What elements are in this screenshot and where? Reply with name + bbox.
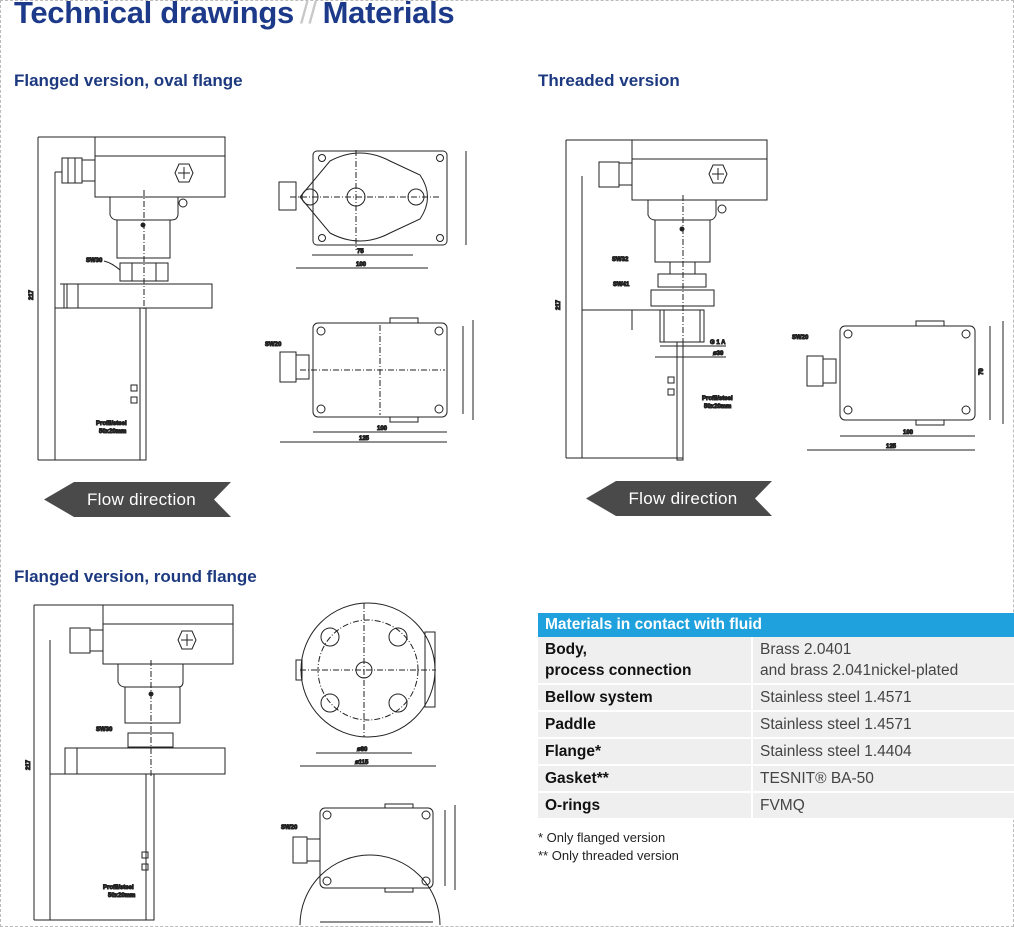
title-separator: //: [300, 0, 317, 30]
heading-threaded: Threaded version: [538, 71, 680, 90]
dim-label: SW20: [792, 335, 809, 341]
footnote-flanged: * Only flanged version: [538, 830, 666, 845]
oval-flange-side-view: 217 SW30 Profil/steel 50x20mm: [29, 136, 226, 461]
dim-label: 125: [886, 444, 897, 450]
arrow-left-icon: [586, 481, 772, 516]
dim-label: SW30: [86, 258, 103, 264]
dim-label: ø80: [357, 747, 368, 753]
threaded-side-view: 217 SW32 SW41 G 1 A ø39 Profil/steel 50x…: [556, 139, 768, 461]
material-value: Stainless steel 1.4404: [752, 738, 1014, 766]
dim-label: 217: [556, 299, 562, 310]
material-value: FVMQ: [752, 792, 1014, 820]
round-flange-top-view: ø80 ø115: [295, 602, 436, 767]
flow-direction-label: Flow direction: [628, 489, 738, 508]
dim-label: 100: [377, 426, 388, 432]
table-row: Gasket**TESNIT® BA-50: [538, 765, 1014, 793]
dim-label: Profil/steel: [103, 885, 134, 891]
dim-label: ø39: [713, 351, 724, 357]
material-value-line: Brass 2.0401: [760, 641, 852, 658]
material-value: TESNIT® BA-50: [752, 765, 1014, 793]
dim-label: 100: [903, 430, 914, 436]
dim-label: 217: [26, 759, 32, 770]
heading-round-flange: Flanged version, round flange: [14, 567, 257, 586]
round-flange-side-view: 217 SW30 Profil/steel 50x20mm: [26, 604, 234, 921]
material-part: Bellow system: [538, 684, 753, 712]
material-part: Flange*: [538, 738, 753, 766]
material-part-line: process connection: [545, 662, 692, 679]
dim-label: G 1 A: [710, 340, 726, 346]
material-value-line: and brass 2.041nickel-plated: [760, 662, 959, 679]
material-part: Body, process connection: [538, 637, 753, 685]
material-value: Stainless steel 1.4571: [752, 684, 1014, 712]
footnote-threaded: ** Only threaded version: [538, 848, 679, 863]
table-row: Body, process connection Brass 2.0401 and …: [538, 637, 1014, 685]
dim-label: 217: [29, 289, 35, 300]
material-value: Stainless steel 1.4571: [752, 711, 1014, 739]
dim-label: 50x20mm: [99, 429, 126, 435]
dim-label: 100: [356, 262, 367, 268]
material-part: Paddle: [538, 711, 753, 739]
title-part-2: Materials: [322, 0, 455, 30]
round-flange-bottom-view: SW20: [281, 803, 456, 926]
arrow-left-icon: [44, 482, 231, 517]
dim-label: Profil/steel: [96, 421, 127, 427]
dim-label: SW41: [613, 282, 630, 288]
heading-oval-flange: Flanged version, oval flange: [14, 71, 243, 90]
dim-label: 50x20mm: [108, 893, 135, 899]
page-title: Technical drawings//Materials: [14, 0, 455, 31]
dim-label: 125: [359, 436, 370, 442]
material-value: Brass 2.0401 and brass 2.041nickel-plated: [752, 637, 1014, 685]
material-part: Gasket**: [538, 765, 753, 793]
oval-flange-bottom-view: 100 125 SW20: [265, 317, 474, 443]
materials-table-header: Materials in contact with fluid: [538, 613, 1014, 637]
dim-label: SW30: [96, 727, 113, 733]
dim-label: 70: [979, 368, 985, 375]
flow-direction-arrow-left: Flow direction: [44, 482, 231, 517]
flow-direction-label: Flow direction: [86, 490, 197, 509]
dim-label: 50x20mm: [704, 404, 731, 410]
material-part: O-rings: [538, 792, 753, 820]
oval-flange-top-view: 75 100: [278, 150, 467, 269]
dim-label: SW32: [612, 257, 629, 263]
material-part-line: Body,: [545, 641, 587, 658]
dim-label: SW20: [265, 342, 282, 348]
dim-label: ø115: [355, 760, 369, 766]
dim-label: 75: [357, 249, 364, 255]
materials-table: Materials in contact with fluid Body, pro…: [538, 613, 1014, 820]
flow-direction-arrow-right: Flow direction: [586, 481, 772, 516]
threaded-bottom-view: 100 125 SW20 70: [792, 320, 1004, 451]
dim-label: Profil/steel: [702, 396, 733, 402]
table-row: Flange*Stainless steel 1.4404: [538, 738, 1014, 766]
title-part-1: Technical drawings: [14, 0, 294, 30]
dim-label: SW20: [281, 825, 298, 831]
